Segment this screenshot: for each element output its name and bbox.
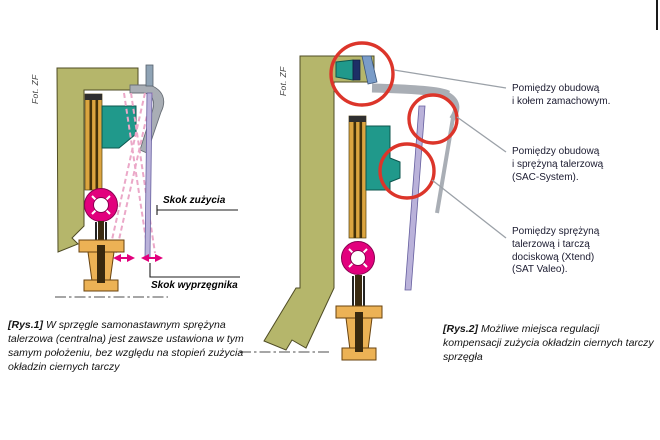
fig1-spring-position-lines [108, 92, 156, 254]
figure1-drawing [55, 64, 240, 298]
fig1-pressure-plate [101, 105, 137, 149]
callout-line-sat [431, 179, 507, 239]
callout-flywheel: Pomiędzy obudową i kołem zamachowym. [512, 83, 611, 107]
figure2-caption: [Rys.2] Możliwe miejsca regulacji kompen… [443, 322, 655, 364]
figure2-caption-tag: [Rys.2] [443, 323, 479, 335]
fig1-clutch-disc [84, 93, 103, 191]
fig2-highlight-sac [407, 93, 459, 145]
fig2-clutch-disc [348, 115, 367, 239]
fig2-adjuster-ring [335, 55, 378, 85]
fig1-hub [78, 239, 125, 292]
callout-line-sac [456, 116, 507, 153]
figure1-caption-text: W sprzęgle samonastawnym sprężyna talerz… [8, 319, 244, 374]
fig2-hub [335, 305, 383, 361]
fig2-highlight-flywheel [329, 41, 395, 107]
label-wear-travel: Skok zużycia [163, 195, 226, 206]
fig1-wear-measure-line [156, 205, 238, 215]
fig2-highlight-sat [378, 142, 436, 200]
figure2-caption-text: Możliwe miejsca regulacji kompensacji zu… [443, 323, 654, 364]
callout-sac: Pomiędzy obudową i sprężyną talerzową (S… [512, 146, 604, 183]
fig2-shaft [352, 275, 365, 307]
callout-line-flywheel [393, 69, 507, 89]
fig1-release-pin [145, 64, 154, 87]
fig1-damper-spring [84, 188, 118, 222]
figure1-photo-credit: Fot. ZF [30, 74, 40, 105]
figure1-caption: [Rys.1] W sprzęgle samonastawnym sprężyn… [8, 318, 244, 374]
fig1-shaft [95, 221, 107, 242]
fig1-flywheel [56, 67, 139, 253]
fig1-release-measure-line [149, 263, 240, 278]
callout-sat: Pomiędzy sprężyną talerzową i tarczą doc… [512, 226, 600, 276]
fig1-travel-arrows [113, 254, 163, 262]
figure1-caption-tag: [Rys.1] [8, 319, 44, 331]
fig2-damper-spring [341, 241, 375, 275]
label-release-travel: Skok wyprzęgnika [151, 280, 238, 291]
figure2-photo-credit: Fot. ZF [278, 66, 288, 97]
page-edge-mark [656, 0, 658, 30]
figure2-drawing [240, 41, 507, 361]
